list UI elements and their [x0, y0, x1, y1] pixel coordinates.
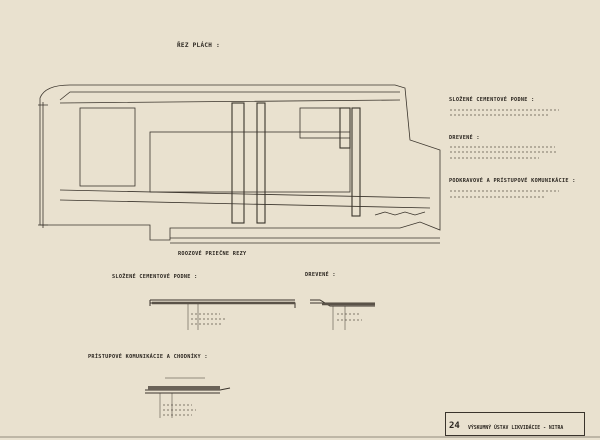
title-block: 24 VÝSKUMNÝ ÚSTAV LIKVIDÁCIE - NITRA [445, 412, 585, 436]
building-outline [39, 84, 441, 241]
wall-block-3 [339, 107, 351, 149]
street-band [170, 237, 440, 244]
room-right [299, 107, 351, 139]
wall-block-1 [231, 102, 245, 224]
street-label: ROOZOVÉ PRIEČNE REZY [178, 251, 247, 257]
wall-block-4 [351, 107, 361, 217]
legend-section-2-text [449, 151, 557, 153]
section-right-note [336, 319, 362, 321]
dimension-left [38, 102, 48, 228]
inner-wall-top [59, 91, 401, 104]
section-left-note [190, 323, 222, 325]
section-left-note [190, 318, 226, 320]
section-bottom-note [162, 404, 192, 406]
legend-section-2-text [449, 146, 555, 148]
section-bottom-note [162, 414, 192, 416]
section-left-title: SLOŽENÉ CEMENTOVÉ PODNE : [112, 274, 198, 280]
legend-section-3-title: PODKRAVOVÉ A PRÍSTUPOVÉ KOMUNIKÁCIE : [449, 178, 576, 184]
section-bottom-note [162, 409, 196, 411]
section-right-note [336, 313, 360, 315]
legend-section-3-text [449, 196, 545, 198]
plan-title: ŘEZ PLÁCH : [177, 42, 221, 49]
stair [374, 211, 426, 216]
room-left [79, 107, 136, 187]
legend-section-1-text [449, 109, 559, 111]
title-block-institution: VÝSKUMNÝ ÚSTAV LIKVIDÁCIE - NITRA [468, 426, 564, 431]
legend-section-2-text [449, 157, 539, 159]
legend-section-1-title: SLOŽENÉ CEMENTOVÉ PODNE : [449, 97, 535, 103]
section-bottom-title: PRÍSTUPOVÉ KOMUNIKÁCIE A CHODNÍKY : [88, 354, 208, 360]
legend-section-2-title: DREVENÉ : [449, 135, 480, 141]
section-left-note [190, 313, 220, 315]
corridor [59, 189, 431, 209]
legend-section-1-text [449, 114, 549, 116]
room-center [149, 131, 351, 193]
wall-block-2 [256, 102, 266, 224]
sheet-number: 24 [449, 421, 460, 431]
legend-section-3-text [449, 190, 559, 192]
section-bottom-hatch [148, 386, 220, 390]
section-right-title: DREVENÉ : [305, 272, 336, 278]
